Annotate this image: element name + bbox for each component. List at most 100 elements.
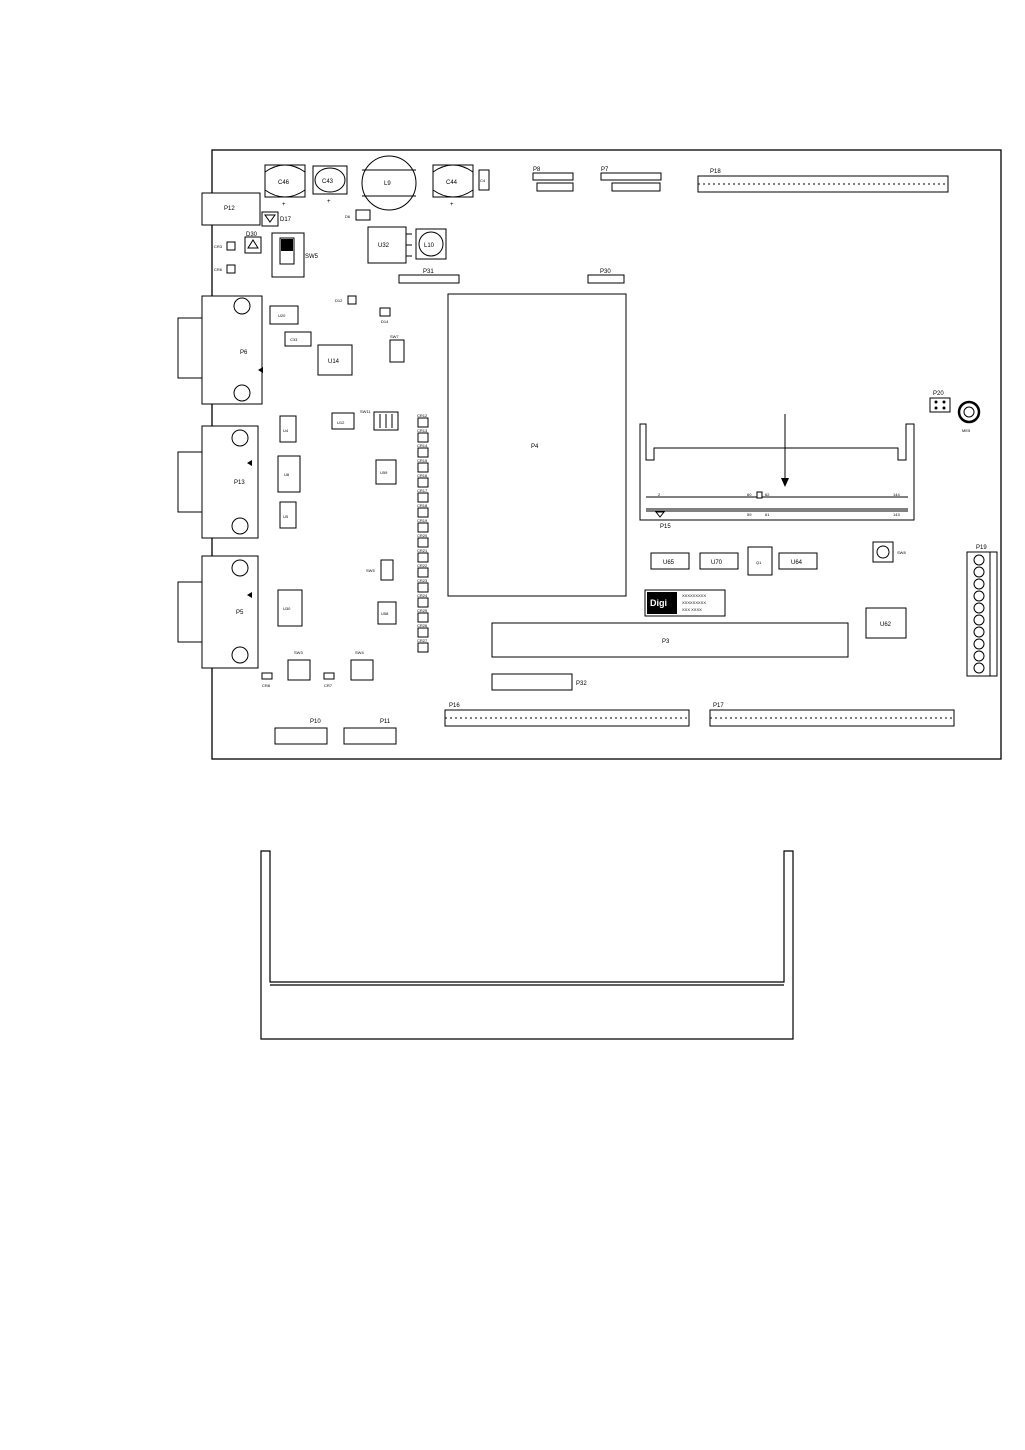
d12-diode: D12 (335, 295, 357, 305)
d17-diode: D17 (261, 211, 292, 227)
svg-text:U8: U8 (284, 472, 290, 477)
svg-text:SW4: SW4 (355, 650, 364, 655)
svg-text:CR3: CR3 (214, 244, 223, 249)
sw4-button: SW4 (350, 650, 374, 681)
cr-led (417, 477, 429, 488)
svg-text:CR6: CR6 (214, 267, 223, 272)
terminal-hole (973, 590, 985, 602)
svg-text:62: 62 (765, 492, 770, 497)
terminal-hole (973, 578, 985, 590)
cr-led-label: CR22 (417, 563, 428, 568)
u5-chip: U5 (279, 501, 297, 529)
u20-chip: U20 (269, 305, 299, 325)
svg-text:C44: C44 (446, 180, 458, 186)
terminal-hole (973, 638, 985, 650)
svg-text:P16: P16 (449, 703, 460, 709)
u59-chip: U59 (375, 459, 397, 485)
svg-text:P20: P20 (933, 391, 944, 397)
svg-text:U32: U32 (378, 243, 390, 249)
svg-text:P4: P4 (531, 444, 539, 450)
u30-chip: U30 (277, 589, 303, 627)
sw8-button: SW8 (872, 541, 906, 563)
svg-text:ME5: ME5 (962, 428, 971, 433)
cr-led-label: CR25 (417, 608, 428, 613)
svg-text:U62: U62 (880, 622, 892, 628)
p12-connector: P12 (201, 192, 261, 226)
svg-text:P18: P18 (710, 169, 721, 175)
d14-diode: D14 (379, 307, 391, 324)
svg-text:D12: D12 (335, 298, 343, 303)
svg-text:L10: L10 (424, 243, 435, 249)
terminal-hole (973, 554, 985, 566)
cr-led-label: CR23 (417, 578, 428, 583)
cr-led (417, 522, 429, 533)
p11-header: P11 (343, 719, 397, 745)
svg-text:U30: U30 (283, 606, 291, 611)
cr-led (417, 417, 429, 428)
cr8-led: CR8 (261, 672, 273, 688)
svg-text:P5: P5 (236, 610, 244, 616)
terminal-hole (973, 626, 985, 638)
u64-chip: U64 (778, 552, 818, 570)
svg-text:C4: C4 (480, 178, 486, 183)
p7-header: P7 (600, 167, 662, 192)
p18-header: P18 (697, 169, 949, 193)
l10-inductor: L10 (415, 228, 447, 260)
svg-text:D6: D6 (345, 214, 351, 219)
svg-text:U4: U4 (283, 428, 289, 433)
cr-led-label: CR27 (417, 638, 428, 643)
d30-diode: D30 (244, 232, 262, 254)
cr-led-stack: CR12CR13CR14CR15CR16CR17CR18CR19CR20CR21… (417, 413, 429, 653)
p5-db9-connector: P5 (177, 555, 259, 669)
svg-text:60: 60 (747, 492, 752, 497)
cr-led-label: CR13 (417, 428, 428, 433)
u65-chip: U65 (650, 552, 690, 570)
u4-chip: U4 (279, 415, 297, 443)
q1-crystal: Q1 (747, 546, 773, 576)
svg-text:D17: D17 (280, 217, 292, 223)
p20-header: P20 (929, 391, 951, 413)
svg-text:U12: U12 (337, 420, 345, 425)
cr-led (417, 447, 429, 458)
cr-led (417, 432, 429, 443)
svg-text:59: 59 (747, 512, 752, 517)
svg-text:2: 2 (658, 492, 661, 497)
terminal-hole (973, 602, 985, 614)
svg-text:143: 143 (893, 512, 900, 517)
cr-led-label: CR17 (417, 488, 428, 493)
cr-led-label: CR14 (417, 443, 428, 448)
cr-led-label: CR21 (417, 548, 428, 553)
terminal-hole (973, 614, 985, 626)
svg-text:U14: U14 (328, 359, 340, 365)
svg-text:U59: U59 (380, 470, 388, 475)
cr-led (417, 642, 429, 653)
svg-text:SW5: SW5 (305, 254, 319, 260)
cr-led (417, 612, 429, 623)
svg-text:XXX XXXX: XXX XXXX (682, 607, 702, 612)
d6-diode: D6 (345, 209, 371, 221)
svg-text:C33: C33 (290, 337, 298, 342)
cr-led-label: CR12 (417, 413, 428, 418)
svg-text:P17: P17 (713, 703, 724, 709)
svg-text:D30: D30 (246, 232, 258, 238)
u8-chip: U8 (277, 455, 301, 493)
capacitor-c4: C4 (478, 169, 490, 191)
u70-chip: U70 (699, 552, 739, 570)
svg-text:CR7: CR7 (324, 683, 333, 688)
svg-text:C43: C43 (322, 179, 334, 185)
sw5-top-switch: SW5 (271, 232, 319, 278)
svg-text:L9: L9 (384, 181, 391, 187)
p16-header: P16 (444, 703, 690, 727)
p15-sodimm-slot: 2 60 62 144 59 61 143 P15 (639, 414, 915, 530)
sodimm-slot-detail (260, 850, 794, 1040)
p8-header: P8 (532, 167, 574, 192)
p10-header: P10 (274, 719, 328, 745)
inductor-l9: L9 (361, 155, 417, 211)
cr-led-label: CR24 (417, 593, 428, 598)
c33-cap: C33 (284, 331, 312, 347)
cr-led (417, 507, 429, 518)
u62-chip: U62 (865, 607, 907, 639)
svg-text:P13: P13 (234, 480, 245, 486)
svg-text:D14: D14 (381, 319, 389, 324)
svg-text:U64: U64 (791, 560, 803, 566)
